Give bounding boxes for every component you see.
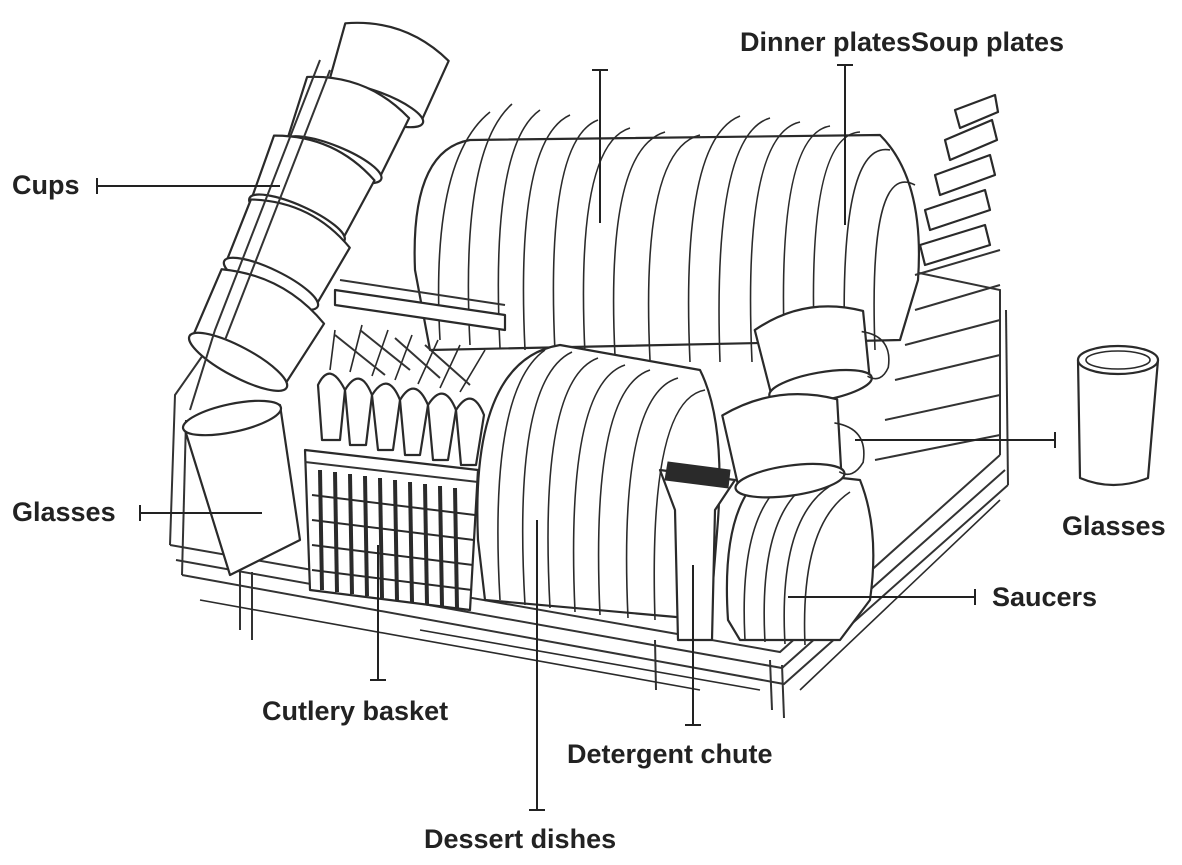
cutlery-basket-art (303, 279, 507, 612)
label-dessert-dishes: Dessert dishes (424, 824, 617, 854)
right-tines (874, 93, 1001, 461)
cups-group (187, 21, 450, 411)
detergent-chute-art (658, 461, 737, 642)
label-saucers: Saucers (992, 582, 1098, 612)
label-dinner-soup-plates: Dinner platesSoup plates (740, 27, 1065, 57)
dinner-soup-plates (413, 103, 921, 363)
glass-left (181, 399, 302, 577)
drinking-glass-icon (1076, 344, 1160, 487)
leader-lines (96, 64, 1056, 811)
label-glasses-left: Glasses (12, 497, 116, 527)
label-cutlery-basket: Cutlery basket (262, 696, 449, 726)
label-cups: Cups (12, 170, 80, 200)
cups-right (721, 305, 890, 499)
label-detergent-chute: Detergent chute (567, 739, 773, 769)
label-glasses-right: Glasses (1062, 511, 1166, 541)
